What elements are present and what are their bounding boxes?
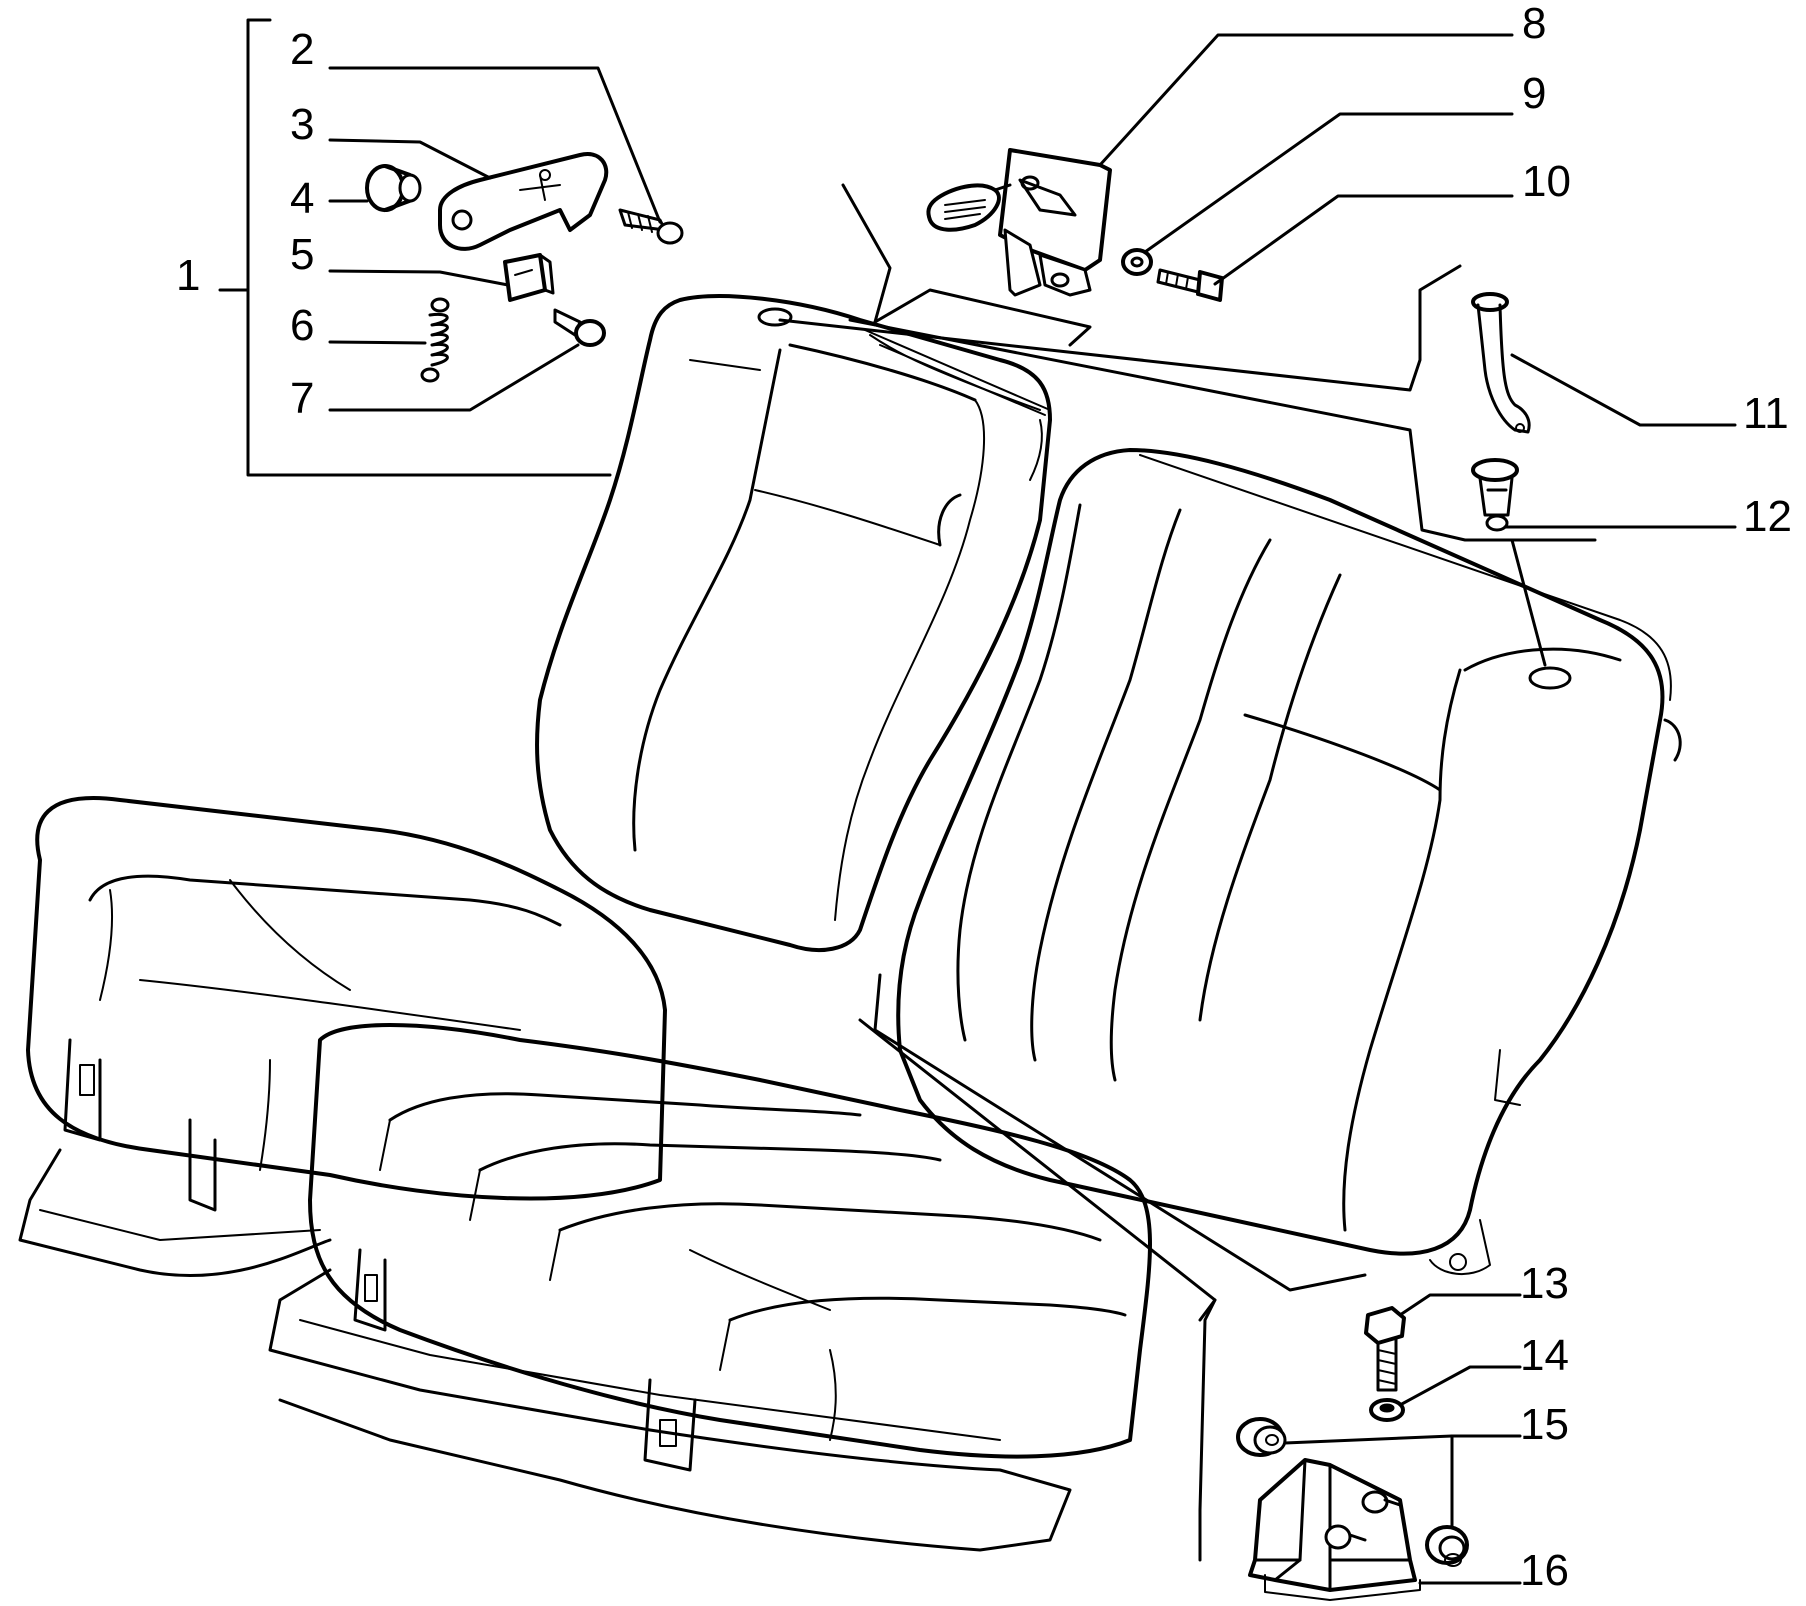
callout-14: 14: [1520, 1331, 1569, 1380]
callout-10: 10: [1522, 157, 1571, 206]
part-8-latch-assembly: [926, 148, 1112, 297]
part-2-screw: [618, 208, 684, 245]
part-10-bolt: [1156, 268, 1224, 302]
part-7-pin: [553, 308, 606, 347]
callout-16: 16: [1520, 1546, 1569, 1595]
part-13-bolt: [1364, 1306, 1406, 1392]
leader-lines: [218, 18, 1737, 1585]
part-15-bushing-left: [1236, 1417, 1287, 1457]
part-14-washer: [1369, 1398, 1405, 1422]
part-11-headrest-guide: [1471, 292, 1531, 434]
left-backrest: [535, 294, 1052, 952]
callout-2: 2: [290, 25, 314, 74]
callout-8: 8: [1522, 0, 1546, 48]
callout-13: 13: [1520, 1259, 1569, 1308]
part-3-hinge-bracket: [438, 152, 609, 251]
callout-7: 7: [290, 374, 314, 423]
part-15-bushing-right: [1425, 1525, 1469, 1567]
callout-9: 9: [1522, 69, 1546, 118]
seat-cushion-assembly: [18, 796, 1152, 1552]
callout-11: 11: [1743, 389, 1789, 438]
part-16-mounting-bracket: [1248, 1458, 1421, 1601]
callout-3: 3: [290, 100, 314, 149]
callout-12: 12: [1743, 492, 1792, 541]
callout-numbers: 1 2 3 4 5 6 7 8 9 10 11 12 13 14 15 16: [176, 0, 1792, 1595]
callout-1: 1: [176, 251, 200, 300]
part-4-knob: [365, 164, 422, 212]
part-9-washer: [1121, 248, 1153, 276]
part-12-headrest-bushing: [1471, 458, 1519, 532]
right-backrest: [896, 448, 1682, 1276]
part-5-clip: [503, 253, 555, 302]
part-6-spring: [420, 297, 450, 383]
callout-5: 5: [290, 230, 314, 279]
callout-4: 4: [290, 174, 314, 223]
callout-6: 6: [290, 301, 314, 350]
callout-15: 15: [1520, 1400, 1569, 1449]
